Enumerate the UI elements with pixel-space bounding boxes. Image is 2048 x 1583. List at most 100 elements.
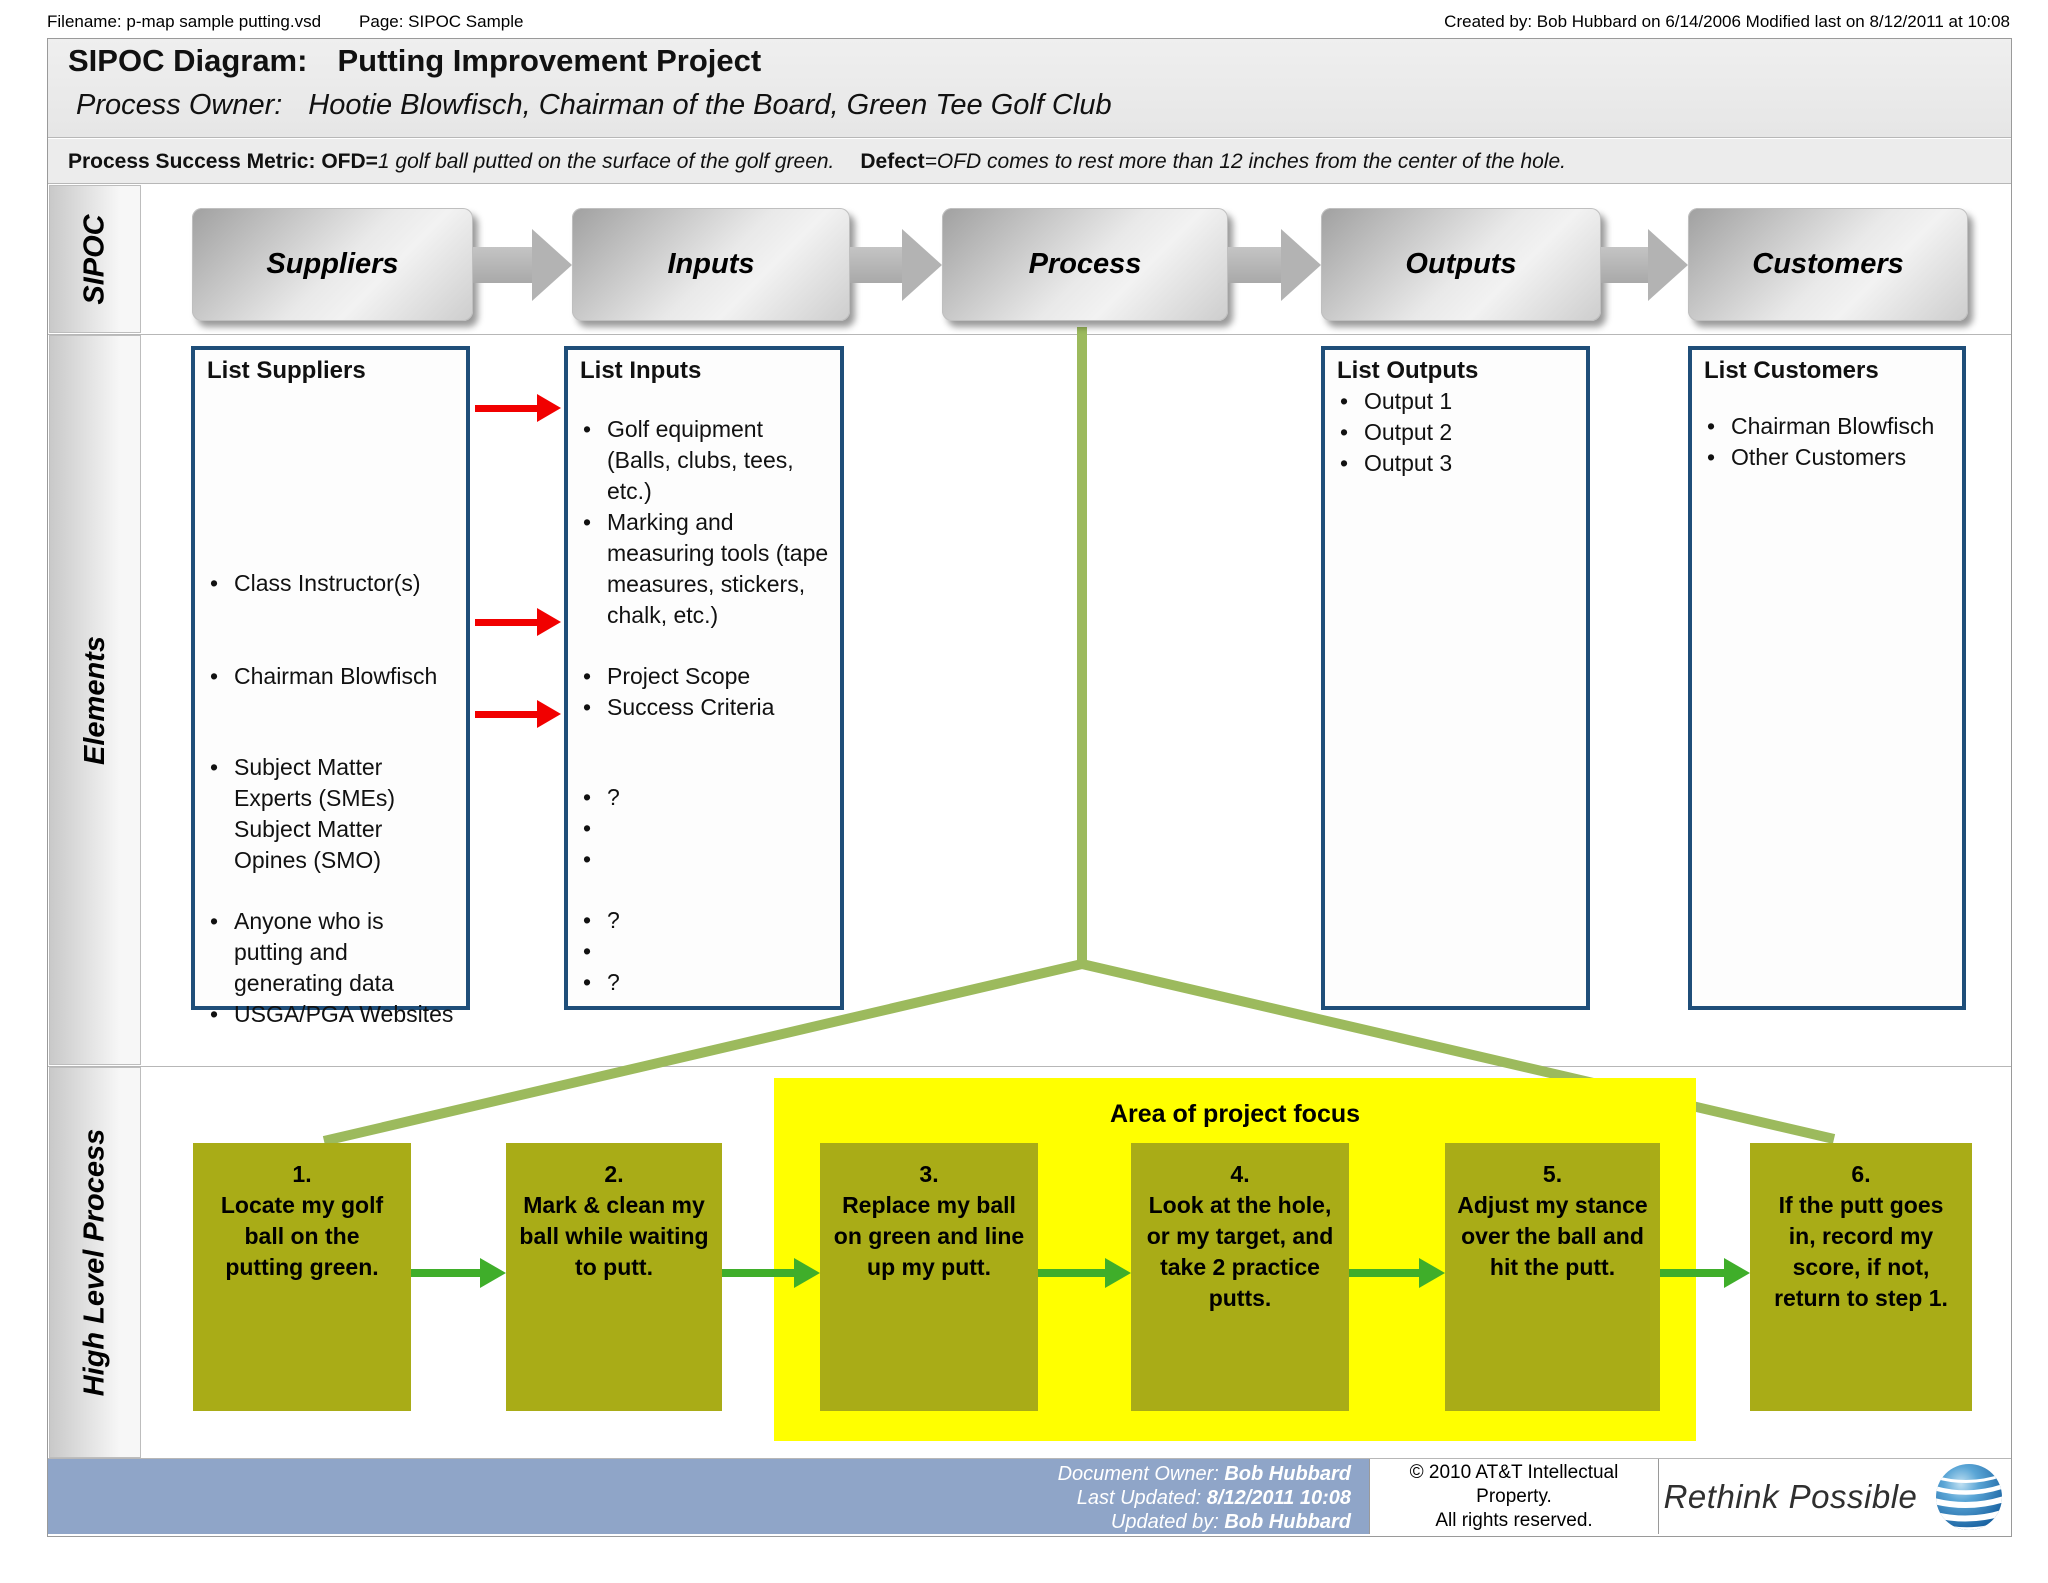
- footer-doc-label: Document Owner:: [1057, 1463, 1225, 1485]
- step-text: If the putt goes in, record my score, if…: [1774, 1192, 1948, 1311]
- area-of-project-focus-label: Area of project focus: [1109, 1100, 1361, 1128]
- sipoc-header-label: Outputs: [1405, 248, 1517, 280]
- diagram-title-value: Putting Improvement Project: [337, 43, 762, 78]
- bullet-group: Other Customers: [1704, 442, 1952, 473]
- sidebar-row-elements: Elements: [49, 335, 141, 1065]
- bullet-group: ?: [580, 782, 830, 875]
- outputs-item: Output 2: [1337, 417, 1576, 448]
- process-step-2: 2. Mark & clean my ball while waiting to …: [506, 1143, 722, 1411]
- filename-label: Filename: p-map sample putting.vsd: [47, 12, 322, 31]
- step-number: 4.: [1230, 1161, 1250, 1187]
- process-owner-value: Hootie Blowfisch, Chairman of the Board,…: [308, 89, 1112, 121]
- bullet-group: Output 1Output 2Output 3: [1337, 386, 1576, 479]
- ofd-label: OFD=: [321, 150, 378, 173]
- diagram-frame: SIPOC Diagram:Putting Improvement Projec…: [47, 38, 2012, 1537]
- suppliers-item: Anyone who is putting and generating dat…: [207, 906, 456, 999]
- inputs-item: ?: [580, 905, 830, 936]
- step-number: 5.: [1542, 1161, 1563, 1187]
- sidebar-label-sipoc: SIPOC: [78, 213, 111, 305]
- step-flow-arrow: [1660, 1258, 1750, 1288]
- sidebar-row-sipoc: SIPOC: [49, 185, 141, 333]
- step-text: Look at the hole, or my target, and take…: [1146, 1192, 1334, 1311]
- sipoc-header-customers: Customers: [1688, 208, 1968, 321]
- suppliers-item: USGA/PGA Websites: [207, 999, 456, 1030]
- suppliers-item: Class Instructor(s): [207, 568, 456, 599]
- inputs-item: ?: [580, 967, 830, 998]
- list-inputs-box: List InputsGolf equipment (Balls, clubs,…: [564, 346, 844, 1010]
- inputs-item: [580, 844, 830, 875]
- footer-doc-label: Updated by:: [1110, 1511, 1225, 1533]
- list-suppliers-box: List SuppliersClass Instructor(s) Chairma…: [191, 346, 470, 1030]
- footer-doc-value: Bob Hubbard: [1224, 1511, 1351, 1533]
- process-owner: Process Owner: Hootie Blowfisch, Chairman…: [76, 89, 1112, 122]
- success-metric-band: Process Success Metric: OFD=1 golf ball …: [48, 139, 2011, 184]
- title-band: SIPOC Diagram:Putting Improvement Projec…: [48, 39, 2011, 138]
- step-text: Replace my ball on green and line up my …: [833, 1192, 1025, 1280]
- inputs-item: Success Criteria: [580, 692, 830, 723]
- inputs-item: Golf equipment (Balls, clubs, tees, etc.…: [580, 414, 830, 507]
- customers-item: Other Customers: [1704, 442, 1952, 473]
- list-outputs-box: List OutputsOutput 1Output 2Output 3: [1321, 346, 1590, 1010]
- supplier-to-input-arrow: [475, 608, 561, 636]
- step-flow-arrow: [411, 1258, 506, 1288]
- row-divider: [48, 334, 2011, 335]
- bullet-group: Anyone who is putting and generating dat…: [207, 906, 456, 999]
- suppliers-item: Subject Matter Experts (SMEs) Subject Ma…: [207, 752, 456, 876]
- bullet-group: ?: [580, 905, 830, 967]
- customers-item: Chairman Blowfisch: [1704, 411, 1952, 442]
- list-suppliers-title: List Suppliers: [207, 357, 366, 384]
- sipoc-flow-arrow: [473, 229, 572, 301]
- bullet-group: ?: [580, 967, 830, 998]
- ofd-text: 1 golf ball putted on the surface of the…: [377, 150, 835, 173]
- bullet-group: Project ScopeSuccess Criteria: [580, 661, 830, 723]
- sidebar-label-high-level-process: High Level Process: [78, 1128, 111, 1397]
- footer-doc-label: Last Updated:: [1076, 1487, 1207, 1509]
- footer-doc-line: Document Owner: Bob Hubbard: [48, 1462, 1351, 1486]
- sipoc-header-label: Inputs: [667, 248, 755, 280]
- step-number: 3.: [919, 1161, 939, 1187]
- bullet-group: USGA/PGA Websites: [207, 999, 456, 1030]
- att-globe-icon: [1936, 1463, 2003, 1530]
- brand-panel: Rethink Possible: [1659, 1459, 2010, 1534]
- sipoc-header-outputs: Outputs: [1321, 208, 1601, 321]
- sipoc-flow-arrow: [1601, 229, 1688, 301]
- list-outputs-title: List Outputs: [1337, 357, 1479, 384]
- sipoc-header-label: Customers: [1752, 248, 1904, 280]
- step-text: Mark & clean my ball while waiting to pu…: [519, 1192, 709, 1280]
- inputs-item: [580, 813, 830, 844]
- sipoc-header-suppliers: Suppliers: [192, 208, 473, 321]
- bullet-group: Class Instructor(s): [207, 568, 456, 599]
- sipoc-header-label: Process: [1028, 248, 1142, 280]
- sipoc-header-process: Process: [942, 208, 1228, 321]
- brand-tagline: Rethink Possible: [1663, 1477, 1918, 1515]
- sipoc-header-label: Suppliers: [266, 248, 399, 280]
- sidebar-row-high-level-process: High Level Process: [49, 1067, 141, 1458]
- bullet-group: Golf equipment (Balls, clubs, tees, etc.…: [580, 414, 830, 631]
- copyright-line2: All rights reserved.: [1435, 1509, 1593, 1531]
- suppliers-item: Chairman Blowfisch: [207, 661, 456, 692]
- row-divider: [48, 1066, 2011, 1067]
- process-owner-label: Process Owner:: [76, 89, 283, 121]
- process-step-6: 6. If the putt goes in, record my score, …: [1750, 1143, 1972, 1411]
- bullet-group: Chairman Blowfisch: [207, 661, 456, 692]
- copyright-panel: © 2010 AT&T Intellectual Property. All r…: [1369, 1459, 1659, 1534]
- inputs-item: Project Scope: [580, 661, 830, 692]
- process-step-5-in-focus: 5.Adjust my stance over the ball and hit…: [1445, 1143, 1660, 1411]
- inputs-item: [580, 936, 830, 967]
- footer-doc-value: 8/12/2011 10:08: [1206, 1487, 1351, 1509]
- supplier-to-input-arrow: [475, 394, 561, 422]
- step-number: 6.: [1851, 1161, 1871, 1187]
- bullet-group: Subject Matter Experts (SMEs) Subject Ma…: [207, 752, 456, 876]
- footer-doc-value: Bob Hubbard: [1224, 1463, 1351, 1485]
- step-text: Locate my golf ball on the putting green…: [220, 1192, 384, 1280]
- sipoc-flow-arrow: [850, 229, 942, 301]
- process-step-3-in-focus: 3. Replace my ball on green and line up m…: [820, 1143, 1038, 1411]
- row-divider: [48, 1458, 2011, 1459]
- bullet-group: Chairman Blowfisch: [1704, 411, 1952, 442]
- defect-label: Defect: [860, 150, 925, 173]
- step-number: 2.: [604, 1161, 624, 1187]
- outputs-item: Output 1: [1337, 386, 1576, 417]
- list-customers-title: List Customers: [1704, 357, 1879, 384]
- step-flow-arrow: [1038, 1258, 1131, 1288]
